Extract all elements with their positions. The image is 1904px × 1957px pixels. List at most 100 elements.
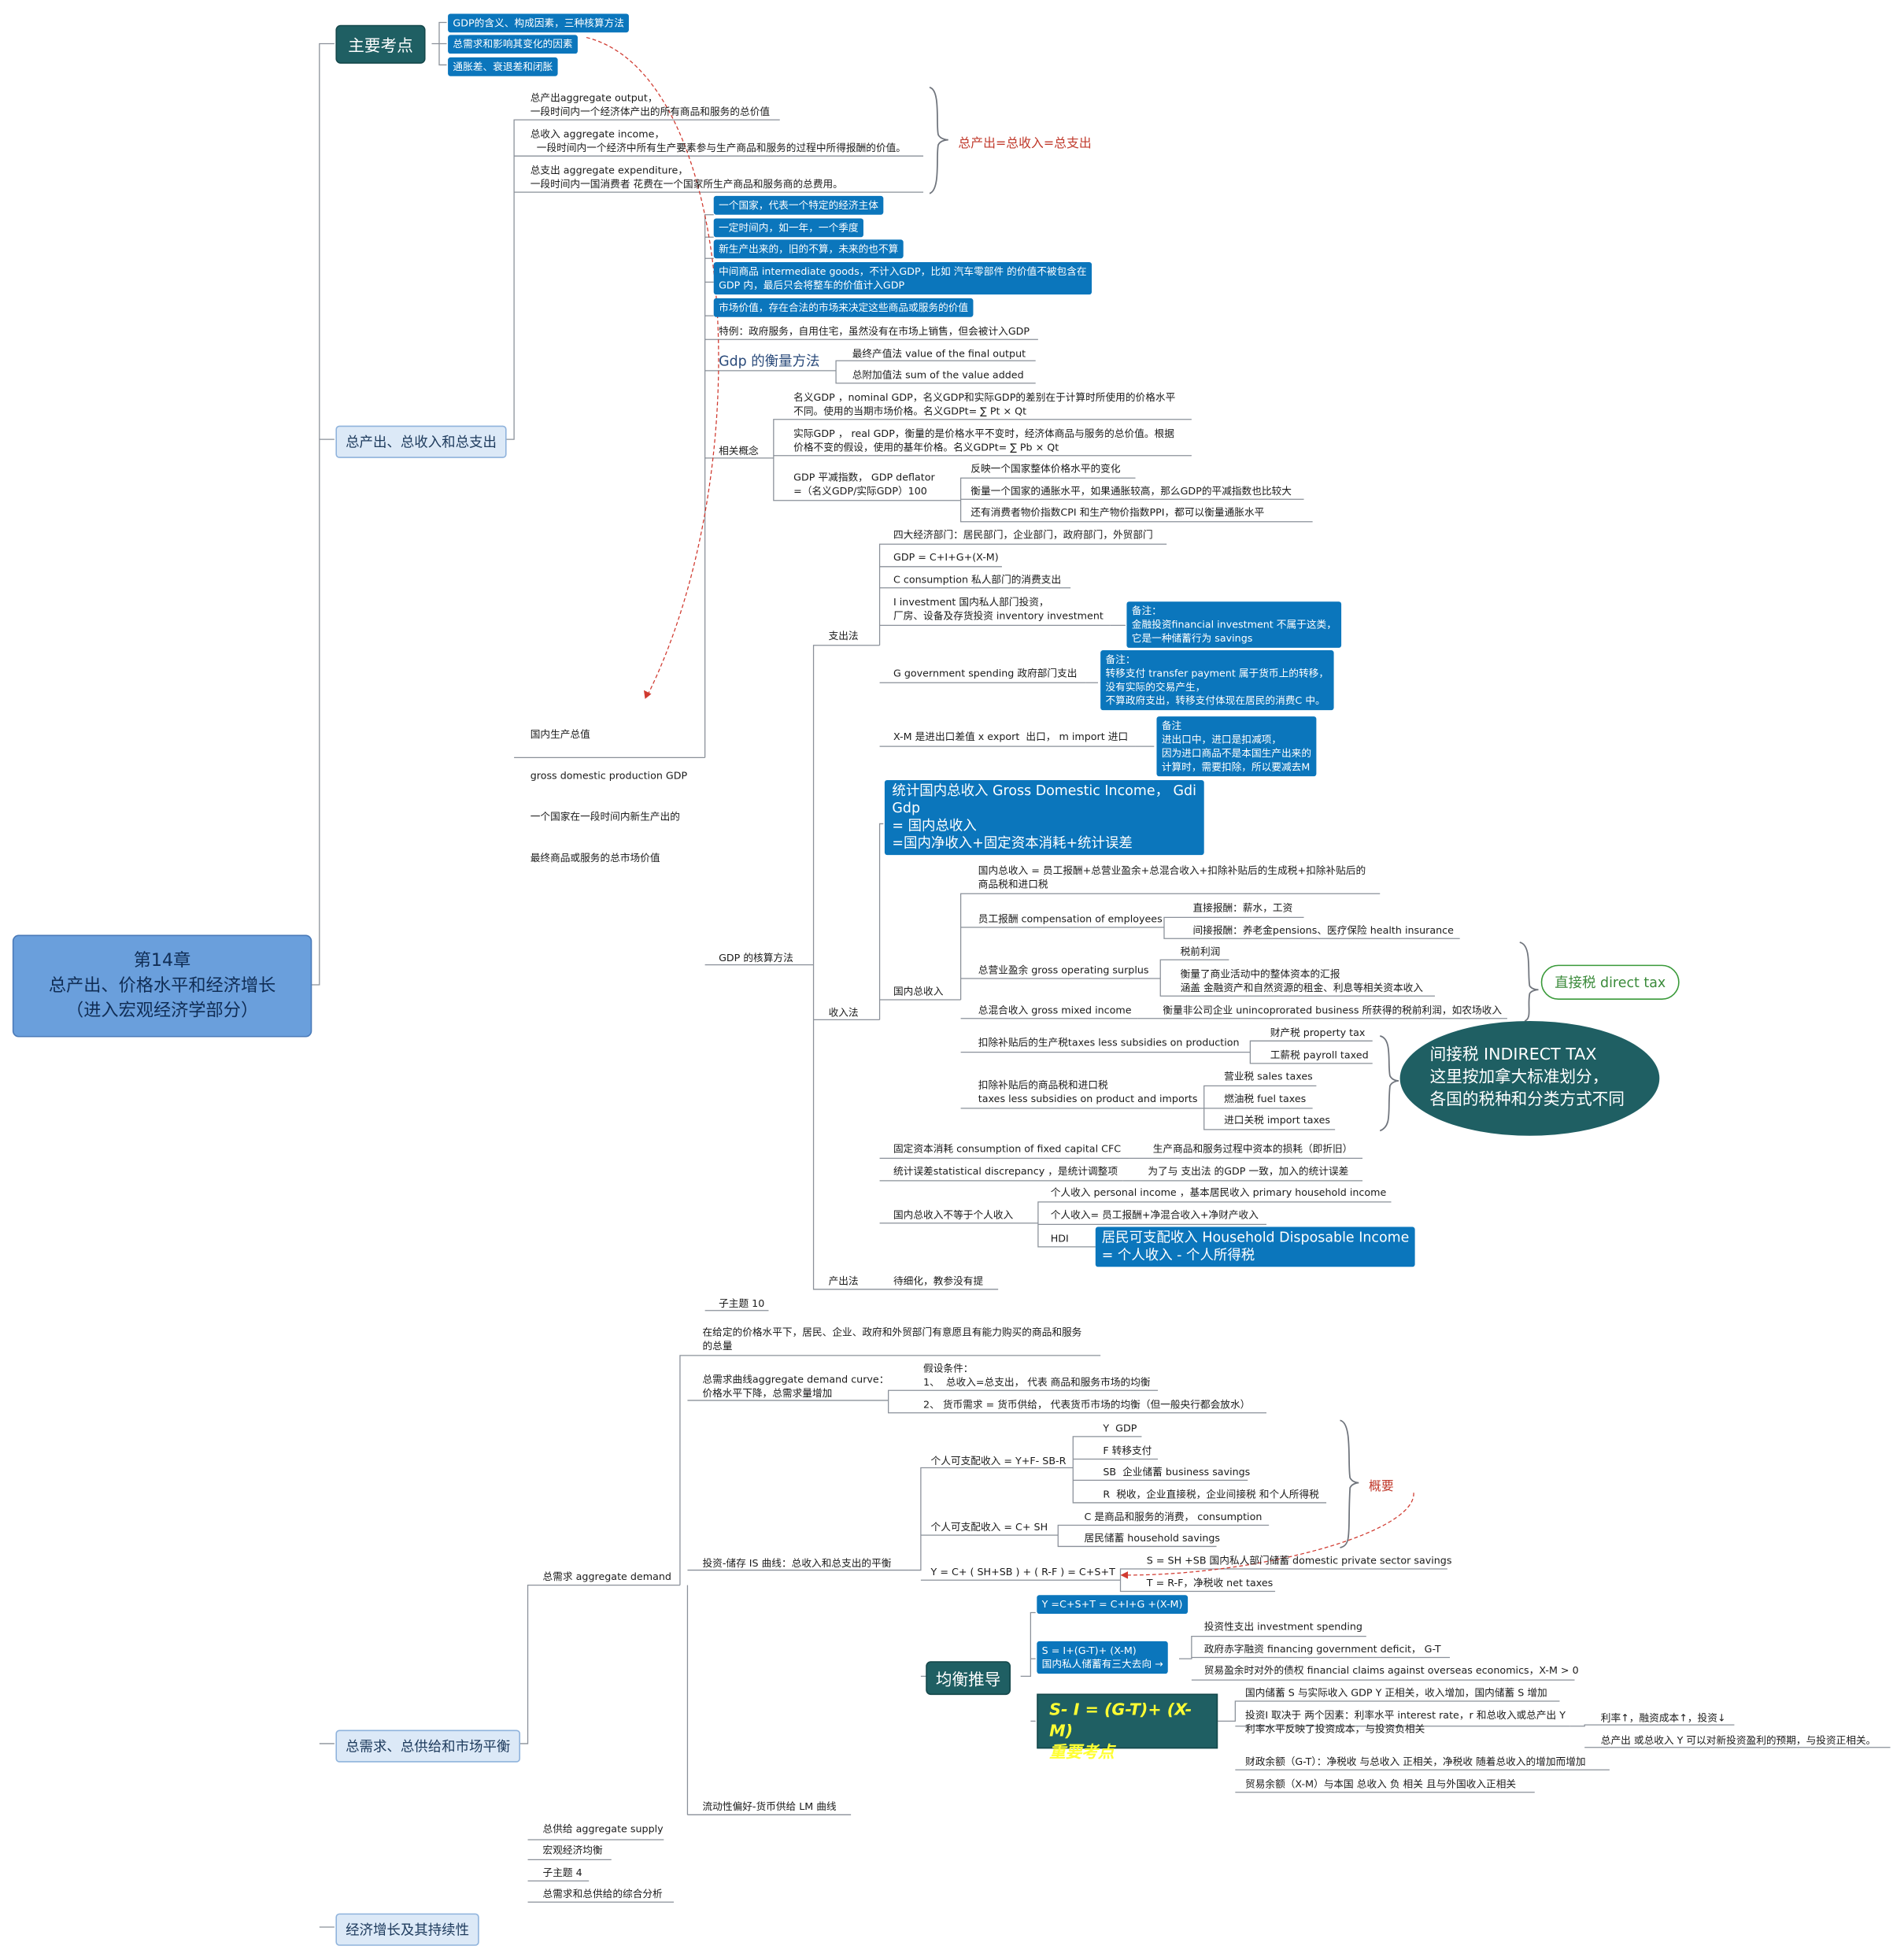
tax-item[interactable]: 财产税 property tax	[1270, 1027, 1366, 1039]
key-point-item[interactable]: GDP的含义、构成因素，三种核算方法	[448, 13, 630, 33]
pdi-formula-1[interactable]: 个人可支配收入 = Y+F- SB-R	[930, 1455, 1067, 1467]
gdp-accounting-label[interactable]: GDP 的核算方法	[719, 952, 793, 964]
equation-1[interactable]: Y =C+S+T = C+I+G +(X-M)	[1037, 1595, 1188, 1615]
ad-curve[interactable]: 总需求曲线aggregate demand curve：价格水平下降，总需求量增…	[702, 1373, 889, 1400]
indirect-tax-callout[interactable]: 间接税 INDIRECT TAX 这里按加拿大标准划分， 各国的税种和分类方式不…	[1399, 1020, 1660, 1136]
gdp-formula[interactable]: GDP = C+I+G+(X-M)	[893, 551, 999, 564]
sectors-item[interactable]: 四大经济部门：居民部门，企业部门，政府部门，外贸部门	[893, 529, 1153, 541]
tlsp-item[interactable]: 扣除补贴后的生产税taxes less subsidies on product…	[978, 1037, 1240, 1049]
net-export-item[interactable]: X-M 是进出口差值 x export 出口， m import 进口	[893, 731, 1129, 743]
cfc-item[interactable]: 固定资本消耗 consumption of fixed capital CFC	[893, 1143, 1122, 1155]
domestic-income-label[interactable]: 国内总收入	[893, 986, 944, 997]
gdp-feature[interactable]: 新生产出来的，旧的不算，未来的也不算	[713, 239, 904, 259]
important-item[interactable]: 财政余额（G-T）：净税收 与总收入 正相关，净税收 随着总收入的增加而增加	[1245, 1755, 1586, 1768]
pdi-item[interactable]: R 税收，企业直接税，企业间接税 和个人所得税	[1103, 1489, 1319, 1500]
government-note[interactable]: 备注： 转移支付 transfer payment 属于货币上的转移， 没有实际…	[1100, 650, 1334, 711]
tax-item[interactable]: 营业税 sales taxes	[1224, 1071, 1313, 1082]
gos-note[interactable]: 税前利润	[1180, 945, 1221, 958]
assumptions[interactable]: 假设条件：1、 总收入=总支出， 代表 商品和服务市场的均衡	[923, 1362, 1150, 1389]
topic-output-income-expenditure[interactable]: 总产出、总收入和总支出	[335, 425, 507, 458]
gmi-note[interactable]: 衡量非公司企业 unincoprorated business 所获得的税前利润…	[1163, 1004, 1503, 1016]
investment-item[interactable]: I investment 国内私人部门投资，厂房、设备及存货投资 invento…	[893, 595, 1104, 623]
direct-tax-callout[interactable]: 直接税 direct tax	[1540, 964, 1680, 1000]
gdp-measure-item[interactable]: 最终产值法 value of the final output	[852, 348, 1026, 360]
pdi2-item[interactable]: C 是商品和服务的消费， consumption	[1084, 1511, 1263, 1523]
interest-item[interactable]: 利率↑，融资成本↑，投资↓	[1600, 1712, 1726, 1724]
pdi2-item[interactable]: 居民储蓄 household savings	[1084, 1532, 1221, 1545]
def-output[interactable]: 总产出aggregate output，一段时间内一个经济体产出的所有商品和服务…	[531, 91, 770, 119]
hdi-box[interactable]: 居民可支配收入 Household Disposable Income = 个人…	[1095, 1226, 1416, 1267]
gdp-deflator[interactable]: GDP 平减指数， GDP deflator=（名义GDP/实际GDP）100	[793, 471, 935, 498]
gdp-measure-label[interactable]: Gdp 的衡量方法	[719, 353, 820, 370]
key-point-item[interactable]: 通胀差、衰退差和闭胀	[448, 57, 558, 76]
y-equation[interactable]: Y = C+ ( SH+SB ) + ( R-F ) = C+S+T	[930, 1566, 1115, 1578]
gdp-feature[interactable]: 中间商品 intermediate goods，不计入GDP，比如 汽车零部件 …	[713, 261, 1092, 295]
topic-growth[interactable]: 经济增长及其持续性	[335, 1913, 479, 1946]
deflator-note[interactable]: 还有消费者物价指数CPI 和生产物价指数PPI，都可以衡量通胀水平	[970, 506, 1265, 518]
production-method-note[interactable]: 待细化，教参没有提	[893, 1275, 984, 1287]
sd-note[interactable]: 为了与 支出法 的GDP 一致，加入的统计误差	[1148, 1165, 1349, 1178]
government-item[interactable]: G government spending 政府部门支出	[893, 668, 1078, 679]
gdp-topic[interactable]: 国内生产总值 gross domestic production GDP 一个国…	[531, 700, 687, 879]
investment-note[interactable]: 备注： 金融投资financial investment 不属于这类， 它是一种…	[1126, 601, 1342, 648]
pdi-item[interactable]: Y GDP	[1103, 1422, 1137, 1434]
def-expenditure[interactable]: 总支出 aggregate expenditure，一段时间内一国消费者 花费在…	[531, 164, 843, 191]
root-topic[interactable]: 第14章 总产出、价格水平和经济增长 （进入宏观经济学部分）	[12, 934, 312, 1038]
as-item[interactable]: 子主题 4	[542, 1866, 582, 1879]
saving-destination[interactable]: 投资性支出 investment spending	[1203, 1621, 1362, 1633]
saving-destination[interactable]: 贸易盈余时对外的债权 financial claims against over…	[1203, 1665, 1579, 1677]
y-eq-item[interactable]: S = SH +SB 国内私人部门储蓄 domestic private sec…	[1146, 1555, 1452, 1567]
as-item[interactable]: 总需求和总供给的综合分析	[542, 1888, 663, 1900]
ad-label[interactable]: 总需求 aggregate demand	[542, 1571, 671, 1583]
gdp-special-case[interactable]: 特例：政府服务，自用住宅，虽然没有在市场上销售，但会被计入GDP	[719, 325, 1030, 338]
gdp-concepts-label[interactable]: 相关概念	[719, 446, 759, 457]
gdp-feature[interactable]: 一定时间内，如一年，一个季度	[713, 218, 863, 238]
important-item[interactable]: 投资I 取决于 两个因素：利率水平 interest rate，r 和总收入或总…	[1245, 1710, 1566, 1735]
gdp-feature[interactable]: 一个国家，代表一个特定的经济主体	[713, 195, 884, 215]
pdi-formula-2[interactable]: 个人可支配收入 = C+ SH	[930, 1521, 1048, 1533]
equilibrium-derivation[interactable]: 均衡推导	[926, 1661, 1011, 1696]
gos-note[interactable]: 衡量了商业活动中的整体资本的汇报 涵盖 金融资产和自然资源的租金、利息等相关资本…	[1180, 968, 1423, 994]
comp-indirect[interactable]: 间接报酬：养老金pensions、医疗保险 health insurance	[1192, 924, 1454, 937]
personal-income[interactable]: 个人收入 personal income ，基本居民收入 primary hou…	[1050, 1186, 1387, 1199]
key-point-item[interactable]: 总需求和影响其变化的因素	[448, 35, 578, 54]
as-item[interactable]: 宏观经济均衡	[542, 1844, 603, 1856]
as-item[interactable]: 总供给 aggregate supply	[542, 1823, 664, 1835]
pdi-item[interactable]: SB 企业储蓄 business savings	[1103, 1466, 1251, 1478]
cfc-note[interactable]: 生产商品和服务过程中资本的损耗（即折旧）	[1152, 1143, 1353, 1155]
nominal-gdp[interactable]: 名义GDP ，nominal GDP，名义GDP和实际GDP的差别在于计算时所使…	[793, 390, 1175, 418]
gmi-item[interactable]: 总混合收入 gross mixed income	[978, 1004, 1132, 1016]
topic-key-points[interactable]: 主要考点	[335, 24, 426, 64]
real-gdp[interactable]: 实际GDP ， real GDP，衡量的是价格水平不变时，经济体商品与服务的总价…	[793, 427, 1174, 454]
tax-item[interactable]: 进口关税 import taxes	[1224, 1114, 1331, 1126]
def-income[interactable]: 总收入 aggregate income， 一段时间内一个经济中所有生产要素参与…	[531, 128, 906, 155]
hdi-label[interactable]: HDI	[1050, 1233, 1069, 1245]
gdp-feature[interactable]: 市场价值，存在合法的市场来决定这些商品或服务的价值	[713, 298, 974, 317]
important-item[interactable]: 贸易余额（X-M）与本国 总收入 负 相关 且与外国收入正相关	[1245, 1778, 1517, 1790]
consumption-item[interactable]: C consumption 私人部门的消费支出	[893, 574, 1062, 586]
gdi-box[interactable]: 统计国内总收入 Gross Domestic Income， Gdi Gdp =…	[884, 779, 1204, 856]
important-item[interactable]: 国内储蓄 S 与实际收入 GDP Y 正相关，收入增加，国内储蓄 S 增加	[1245, 1687, 1547, 1699]
saving-destination[interactable]: 政府赤字融资 financing government deficit， G-T	[1203, 1644, 1441, 1655]
income-method-label[interactable]: 收入法	[828, 1007, 859, 1019]
not-equal-item[interactable]: 国内总收入不等于个人收入	[893, 1209, 1014, 1221]
pdi-item[interactable]: F 转移支付	[1103, 1445, 1152, 1457]
interest-item[interactable]: 总产出 或总收入 Y 可以对新投资盈利的预期，与投资正相关。	[1600, 1734, 1876, 1747]
personal-income-formula[interactable]: 个人收入= 员工报酬+净混合收入+净财产收入	[1050, 1209, 1259, 1221]
sd-item[interactable]: 统计误差statistical discrepancy ，是统计调整项	[893, 1165, 1118, 1178]
deflator-note[interactable]: 反映一个国家整体价格水平的变化	[970, 463, 1121, 475]
lm-curve-label[interactable]: 流动性偏好-货币供给 LM 曲线	[702, 1800, 837, 1813]
net-export-note[interactable]: 备注 进出口中，进口是扣减项， 因为进口商品不是本国生产出来的 计算时，需要扣除…	[1156, 716, 1317, 777]
gos-item[interactable]: 总营业盈余 gross operating surplus	[978, 964, 1149, 976]
subtopic-10[interactable]: 子主题 10	[719, 1297, 765, 1310]
tax-item[interactable]: 燃油税 fuel taxes	[1224, 1093, 1307, 1105]
is-curve-label[interactable]: 投资-储存 IS 曲线：总收入和总支出的平衡	[702, 1557, 892, 1569]
assumption-2[interactable]: 2、 货币需求 = 货币供给， 代表货币市场的均衡（但一般央行都会放水）	[923, 1399, 1251, 1411]
gdp-measure-item[interactable]: 总附加值法 sum of the value added	[852, 369, 1024, 381]
production-method-label[interactable]: 产出法	[828, 1275, 859, 1287]
topic-ad-as-market[interactable]: 总需求、总供给和市场平衡	[335, 1729, 521, 1763]
income-formula[interactable]: 国内总收入 = 员工报酬+总营业盈余+总混合收入+扣除补贴后的生成税+扣除补贴后…	[978, 864, 1366, 891]
comp-direct[interactable]: 直接报酬：薪水，工资	[1192, 902, 1293, 914]
important-equation[interactable]: S- I = (G-T)+ (X-M) 重要考点	[1037, 1693, 1218, 1763]
